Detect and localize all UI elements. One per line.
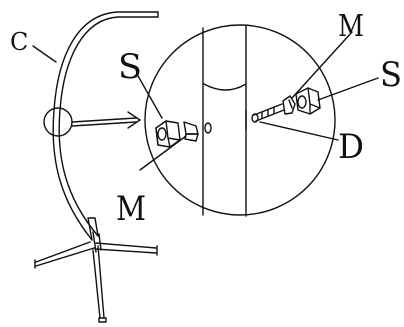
- curved-stand-pole: [52, 11, 159, 241]
- label-c: C: [10, 28, 28, 56]
- magnified-detail-circle: [144, 24, 336, 217]
- tripod-base: [34, 217, 158, 323]
- detail-marker: [43, 107, 141, 137]
- bolt-d: [251, 103, 285, 123]
- label-s-right: S: [380, 55, 402, 95]
- label-m-bottom: M: [116, 189, 146, 229]
- label-s-left: S: [118, 47, 142, 87]
- label-m-top: M: [338, 9, 364, 44]
- nut-m-left: [183, 121, 212, 142]
- label-d: D: [338, 127, 364, 167]
- knob-s-right: [295, 87, 321, 115]
- leader-lines: [32, 31, 379, 171]
- nut-m-right: [282, 95, 296, 115]
